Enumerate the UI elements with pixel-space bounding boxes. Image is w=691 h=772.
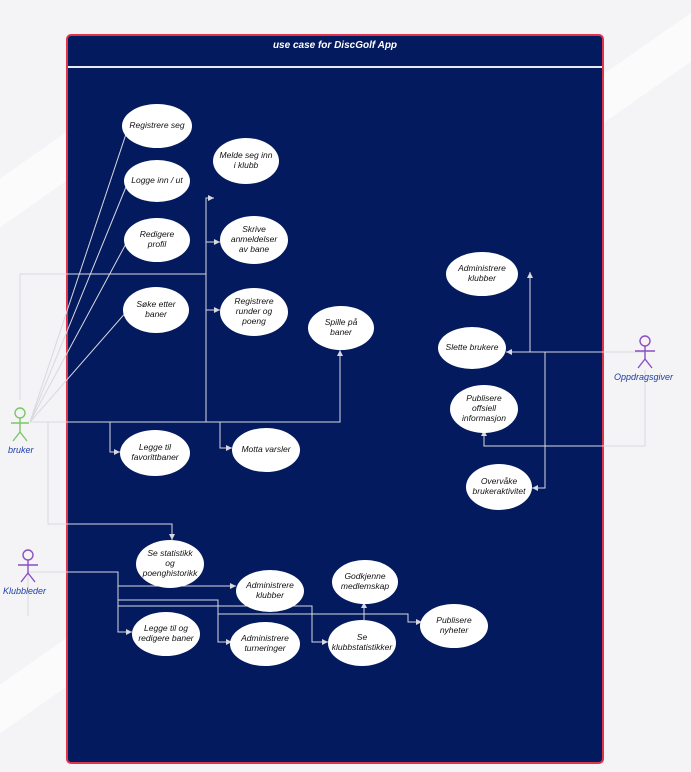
- klubbleder-label: Klubbleder: [3, 586, 47, 596]
- uc-adm-klubber-leder[interactable]: Administrere klubber: [236, 570, 304, 612]
- oppdragsgiver-label: Oppdragsgiver: [614, 372, 674, 382]
- line-favoritt: [109, 422, 120, 453]
- klubbleder-actor-icon: [18, 549, 38, 583]
- line-turneringer: [118, 599, 232, 643]
- uc-adm-turneringer[interactable]: Administrere turneringer: [230, 622, 300, 666]
- uc-legge-favoritt[interactable]: Legge til favorittbaner: [120, 430, 190, 476]
- uc-registrere-runder[interactable]: Registrere runder og poeng: [220, 288, 288, 336]
- bruker-actor-icon: [11, 407, 29, 442]
- line-spille: [30, 350, 341, 423]
- line-adm-klubber: [28, 571, 236, 587]
- uc-redigere-profil[interactable]: Redigere profil: [124, 218, 190, 262]
- uc-publisere-info[interactable]: Publisere offsiell informasjon: [450, 385, 518, 433]
- uc-soke-baner[interactable]: Søke etter baner: [123, 287, 189, 333]
- uc-publisere-nyheter[interactable]: Publisere nyheter: [420, 604, 488, 648]
- uc-overvake[interactable]: Overvåke brukeraktivitet: [466, 464, 532, 510]
- line-nyheter: [218, 613, 422, 623]
- line-adm-klubber-opp: [529, 272, 645, 353]
- line-publisere: [483, 370, 646, 447]
- oppdragsgiver-actor-icon: [635, 335, 655, 369]
- uc-motta-varsler[interactable]: Motta varsler: [232, 428, 300, 472]
- uc-legge-redigere-bane[interactable]: Legge til og redigere baner: [132, 612, 200, 656]
- uc-adm-klubber-opp[interactable]: Administrere klubber: [446, 252, 518, 296]
- uc-godkjenne-medlemskap[interactable]: Godkjenne medlemskap: [332, 560, 398, 604]
- uc-se-klubbstatistikk[interactable]: Se klubbstatistikker: [328, 620, 396, 666]
- title-divider: [68, 66, 602, 68]
- line-varsler: [219, 422, 232, 449]
- line-klubbstat: [118, 605, 328, 643]
- uc-spille-bane[interactable]: Spille på baner: [308, 306, 374, 350]
- uc-registrere-seg[interactable]: Registrere seg: [122, 104, 192, 148]
- uc-skrive-anmeldelser[interactable]: Skrive anmeldelser av bane: [220, 216, 288, 264]
- line-legge-bane: [117, 572, 132, 633]
- diagram-title: use case for DiscGolf App: [272, 40, 398, 51]
- uc-slette-brukere[interactable]: Slette brukere: [438, 327, 506, 369]
- line-overvake: [532, 352, 546, 489]
- bruker-label: bruker: [8, 445, 34, 455]
- line-logge: [29, 181, 129, 423]
- line-statistikk: [47, 422, 173, 540]
- line-registrere: [29, 127, 129, 423]
- uc-se-statistikk[interactable]: Se statistikk og poenghistorikk: [136, 540, 204, 588]
- line-redigere: [29, 239, 129, 423]
- line-soke: [29, 309, 129, 423]
- uc-melde-klubb[interactable]: Melde seg inn i klubb: [213, 138, 279, 184]
- uc-logge-inn[interactable]: Logge inn / ut: [124, 160, 190, 202]
